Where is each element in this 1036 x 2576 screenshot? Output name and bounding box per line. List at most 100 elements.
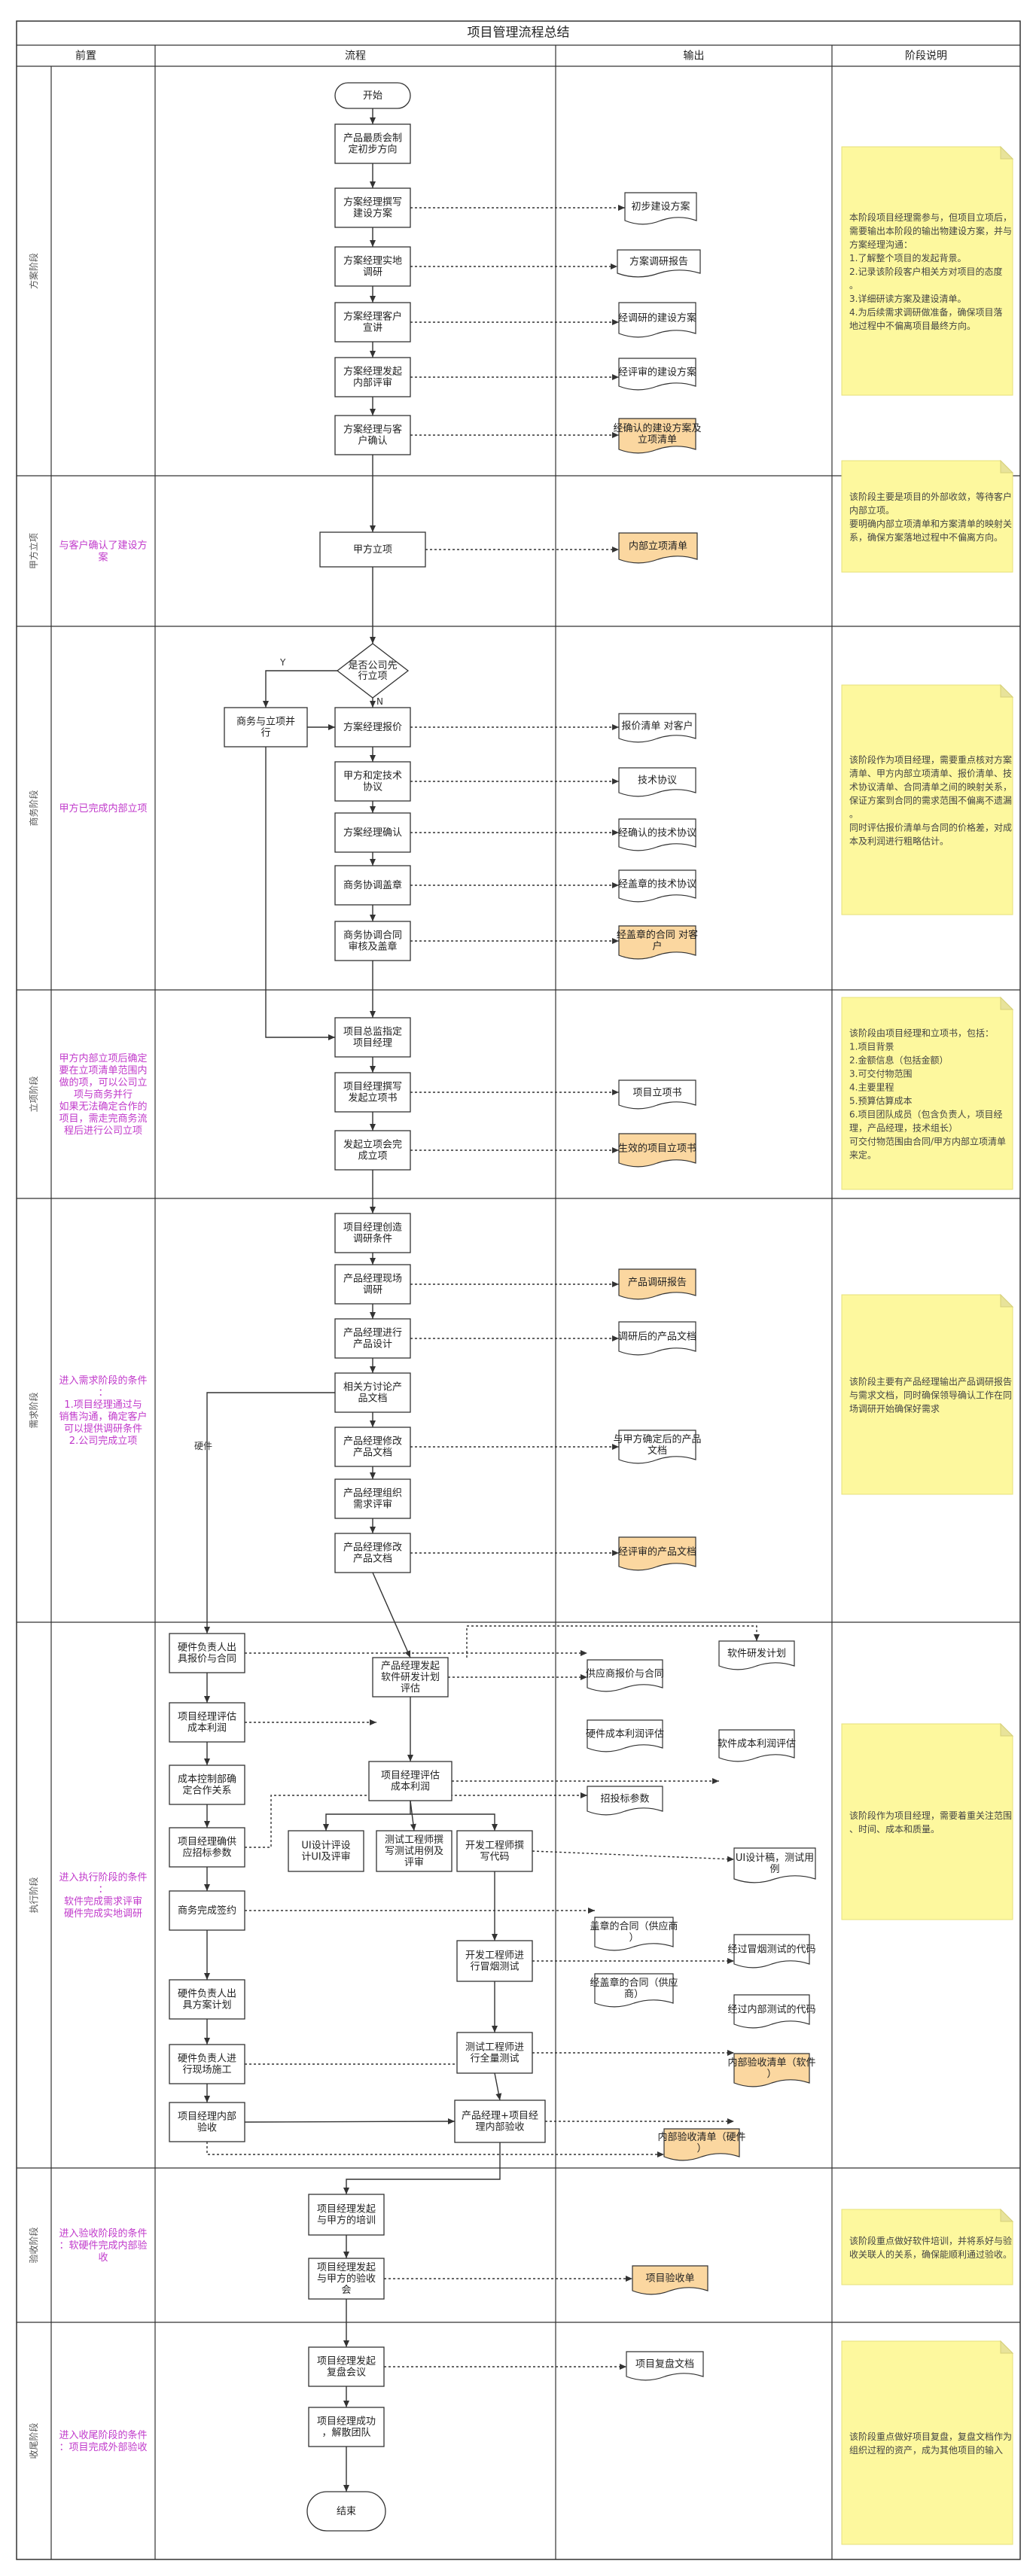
- process-step-c1: [308, 2346, 385, 2387]
- flow-arrow-n23-s1: [372, 1572, 411, 1658]
- output-label-e4: 软件成本利润评估: [718, 1739, 796, 1750]
- step-label-a1: 项目经理发起与甲方的培训: [317, 2203, 376, 2227]
- output-doc-e2: [587, 1659, 663, 1692]
- output-doc-o18: [632, 2265, 708, 2295]
- step-label-n13: 商务协调合同审核及盖章: [343, 930, 402, 953]
- step-label-n11: 方案经理确认: [343, 827, 402, 839]
- stage-note-text-p1: 本阶段项目经理需参与，但项目立项后，需要输出本阶段的输出物建设方案，并与方案经理…: [849, 212, 1012, 331]
- output-doc-e8: [594, 1973, 674, 2008]
- output-doc-o4: [618, 358, 696, 391]
- step-label-h2: 项目经理评估成本利润: [178, 1712, 236, 1734]
- output-arrow-s1-e1: [466, 1625, 760, 1658]
- process-step-s3: [288, 1830, 364, 1872]
- process-step-h8: [169, 2102, 245, 2142]
- step-label-n1: 产品最质会制定初步方向: [343, 133, 402, 156]
- output-label-o10: 经盖章的技术协议: [618, 878, 696, 891]
- step-label-h6: 硬件负责人出具方案计划: [178, 1989, 236, 2011]
- yes-label: Y: [279, 657, 286, 668]
- output-doc-o13: [618, 1133, 696, 1168]
- output-label-o18: 项目验收单: [645, 2273, 694, 2285]
- step-label-n21: 产品经理修改产品文档: [343, 1436, 402, 1459]
- process-step-s2: [368, 1761, 452, 1801]
- process-step-s5: [456, 1830, 533, 1872]
- process-step-h5: [169, 1890, 245, 1931]
- phase-name-p1: 方案阶段: [28, 253, 39, 289]
- output-doc-o7: [618, 713, 696, 743]
- output-arrow-h8-e12: [206, 2142, 664, 2157]
- process-step-n11: [334, 812, 411, 853]
- decision-d1: [336, 643, 410, 699]
- phase-name-p7: 验收阶段: [28, 2227, 39, 2263]
- process-step-n1: [334, 123, 411, 164]
- stage-note-text-p6: 该阶段作为项目经理，需要着重关注范围、时间、成本和质量。: [849, 1810, 1012, 1835]
- process-step-n2: [334, 187, 411, 228]
- decision-yes-arrow: [263, 670, 337, 708]
- process-step-c2: [308, 2407, 385, 2447]
- step-label-d1: 是否公司先行立项: [348, 660, 397, 682]
- terminal-end: [306, 2491, 386, 2532]
- stage-note-text-p5: 该阶段主要有产品经理输出产品调研报告与需求文档，同时确保领导确认工作在同场调研开…: [849, 1376, 1012, 1414]
- output-label-o4: 经评审的建设方案: [618, 367, 696, 379]
- step-label-c1: 项目经理发起复盘会议: [317, 2355, 376, 2379]
- terminal-start: [334, 82, 411, 109]
- step-label-n6: 方案经理与客户确认: [343, 424, 402, 447]
- flow-arrow-s8-a1: [343, 2142, 501, 2194]
- stage-note-p5: [841, 1294, 1013, 1495]
- output-doc-o19: [626, 2351, 704, 2381]
- process-step-s7: [456, 2032, 533, 2074]
- stage-note-fold-p4: [1000, 996, 1014, 1010]
- output-label-o15: 调研后的产品文档: [618, 1331, 696, 1343]
- stage-note-fold-p1: [1000, 145, 1014, 160]
- header-process: 流程: [345, 50, 366, 62]
- step-label-s7: 测试工程师进行全量测试: [465, 2042, 524, 2065]
- output-doc-o12: [618, 1079, 696, 1110]
- output-label-o3: 经调研的建设方案: [618, 312, 696, 324]
- output-label-o6: 内部立项清单: [629, 540, 687, 553]
- process-step-n18: [334, 1264, 411, 1305]
- diagram-title: 项目管理流程总结: [468, 25, 570, 40]
- process-step-n7: [319, 531, 426, 568]
- output-doc-o17: [618, 1536, 696, 1571]
- output-doc-e3: [587, 1719, 663, 1752]
- output-doc-e10: [733, 1994, 810, 2029]
- process-step-n5: [334, 357, 411, 397]
- step-label-h8: 项目经理内部验收: [178, 2111, 236, 2134]
- output-label-o14: 产品调研报告: [628, 1277, 687, 1289]
- step-label-n14: 项目总监指定项目经理: [343, 1027, 402, 1049]
- step-label-h7: 硬件负责人进行现场施工: [178, 2054, 236, 2076]
- step-label-s1: 产品经理发起软件研发计划评估: [381, 1660, 440, 1694]
- phase-name-p5: 需求阶段: [28, 1392, 39, 1428]
- process-step-s6: [456, 1940, 533, 1982]
- output-doc-e4: [718, 1729, 795, 1762]
- process-step-s4: [376, 1830, 452, 1872]
- process-step-n20: [334, 1372, 411, 1413]
- phase-condition-p2: 与客户确认了建设方案: [59, 539, 147, 563]
- output-label-o5: 经确认的建设方案及立项清单: [613, 422, 701, 446]
- output-label-e5: 招投标参数: [600, 1793, 649, 1805]
- stage-note-fold-p6: [1000, 1722, 1014, 1737]
- step-label-h1: 硬件负责人出具报价与合同: [178, 1643, 236, 1665]
- process-step-n12: [334, 865, 411, 906]
- stage-note-p7: [841, 2209, 1013, 2285]
- hardware-branch-arrow: [204, 1392, 335, 1634]
- phase-name-p4: 立项阶段: [28, 1076, 39, 1112]
- flow-arrow-s2-s3: [323, 1801, 411, 1831]
- output-doc-o2: [617, 249, 701, 278]
- phase-name-p3: 商务阶段: [28, 790, 39, 826]
- output-label-o12: 项目立项书: [632, 1088, 681, 1099]
- output-label-e11: 内部验收清单（软件）: [727, 2057, 815, 2080]
- phase-condition-p4: 甲方内部立项后确定要在立项清单范围内做的项，可以公司立项与商务并行如果无法确定合…: [59, 1052, 147, 1137]
- step-label-n10: 甲方和定技术协议: [343, 770, 402, 793]
- stage-note-p3: [841, 684, 1013, 915]
- step-label-n18: 产品经理现场调研: [343, 1274, 402, 1296]
- process-step-h6: [169, 1979, 245, 2020]
- step-label-h4: 项目经理确供应招标参数: [178, 1837, 236, 1859]
- process-step-a1: [308, 2194, 385, 2236]
- process-step-h2: [169, 1702, 245, 1743]
- output-doc-o14: [618, 1268, 696, 1300]
- stage-note-text-p8: 该阶段重点做好项目复盘，复盘文档作为组织过程的资产，成为其他项目的输入: [849, 2431, 1012, 2456]
- output-label-o19: 项目复盘文档: [635, 2358, 694, 2370]
- output-label-o9: 经确认的技术协议: [618, 827, 696, 839]
- phase-condition-p3: 甲方已完成内部立项: [59, 802, 147, 815]
